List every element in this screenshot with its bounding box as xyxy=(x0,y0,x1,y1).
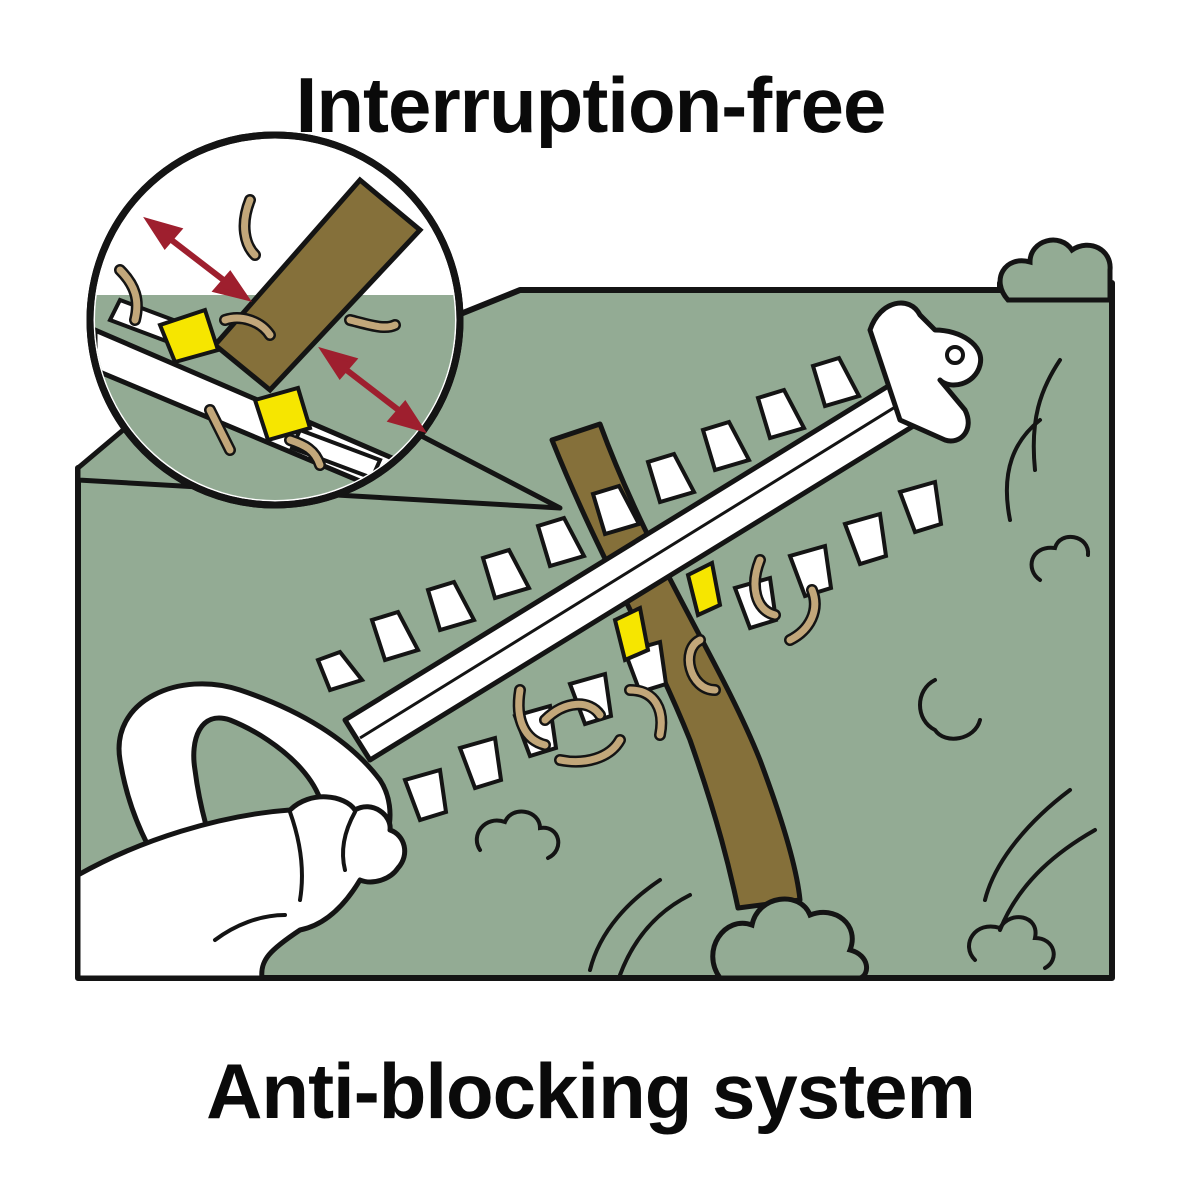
grass-icon xyxy=(474,358,1097,977)
bush-icon xyxy=(997,237,1113,303)
double-arrow-icon xyxy=(143,216,427,434)
bush-icon xyxy=(710,896,869,981)
page-title: Interruption-free xyxy=(295,61,887,149)
caption: Anti-blocking system xyxy=(206,1047,976,1135)
hand-icon xyxy=(75,794,408,981)
magnifier-detail-icon xyxy=(75,131,563,511)
